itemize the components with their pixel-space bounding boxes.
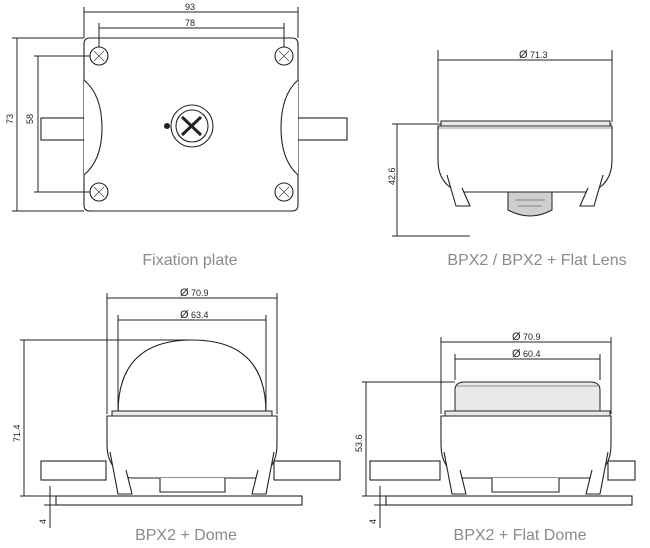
dome: [117, 339, 267, 414]
diameter-symbol: Ø: [512, 331, 521, 343]
connector: [507, 191, 553, 217]
dim-label-60-4: 60.4: [523, 349, 541, 359]
dome-rim: [111, 410, 273, 417]
dim-line-63-4: [117, 315, 267, 410]
dim-line-60-4: [454, 354, 601, 380]
dim-label-71-3: 71.3: [530, 50, 548, 60]
diameter-symbol: Ø: [519, 49, 528, 61]
dim-label-plate-4: 4: [368, 519, 378, 524]
dim-label-63-4: 63.4: [191, 310, 209, 320]
dim-line-78: [98, 23, 285, 47]
bpx2-flat-dome-view: Ø 70.9 Ø 60.4 53.6 4 BPX2 + Flat Dome: [354, 331, 636, 544]
dim-line-73: [12, 37, 84, 212]
dim-label-53-6: 53.6: [354, 434, 364, 452]
bpx2-dome-view: Ø 70.9 Ø 63.4 71.4 4 BPX2 + Dome: [12, 287, 341, 544]
base-plate: [385, 495, 633, 506]
fixation-plate-view: 93 78 73 58 Fixation plate: [5, 2, 348, 269]
dim-label-70-9: 70.9: [191, 288, 209, 298]
dim-line-plate-4: [374, 486, 386, 528]
left-rail: [369, 460, 441, 481]
dim-line-70-9: [106, 293, 278, 414]
flat-dome: [454, 381, 601, 414]
left-foot: [109, 451, 133, 495]
dim-label-78: 78: [185, 18, 195, 28]
right-rail: [273, 460, 341, 481]
dim-label-58: 58: [25, 114, 35, 124]
caption-dome: BPX2 + Dome: [135, 527, 237, 544]
dim-line-70-9: [440, 337, 612, 414]
dim-line-42-6: [392, 123, 470, 237]
right-foot: [585, 451, 609, 495]
plate-left-cutout: [83, 79, 103, 176]
screw-top-left-icon: [89, 46, 109, 66]
dim-label-42-6: 42.6: [387, 167, 397, 185]
base-plate: [55, 495, 303, 506]
lamp-body: [437, 125, 613, 193]
caption-fixation-plate: Fixation plate: [142, 252, 237, 269]
left-rail: [40, 460, 107, 481]
lamp-body: [440, 415, 612, 479]
plate-right-cutout: [280, 79, 299, 176]
dim-label-73: 73: [5, 114, 15, 124]
bottom-collar: [159, 478, 226, 493]
flat-dome-rim: [444, 410, 611, 417]
diameter-symbol: Ø: [180, 287, 189, 299]
bpx2-flat-lens-view: Ø 71.3 42.6 BPX2 / BPX2 + Flat Lens: [387, 49, 627, 269]
dim-label-71-4: 71.4: [12, 424, 22, 442]
right-rail: [291, 117, 348, 141]
dim-label-93: 93: [185, 2, 195, 12]
dim-line-plate-4: [44, 486, 56, 528]
right-foot: [251, 451, 275, 495]
diameter-symbol: Ø: [512, 348, 521, 360]
dim-line-93: [83, 7, 299, 38]
caption-flat-lens: BPX2 / BPX2 + Flat Lens: [447, 252, 626, 269]
screw-bottom-right-icon: [274, 182, 294, 202]
caption-flat-dome: BPX2 + Flat Dome: [454, 527, 587, 544]
flat-lens: [440, 120, 611, 127]
screw-top-right-icon: [274, 46, 294, 66]
diameter-symbol: Ø: [180, 309, 189, 321]
right-foot: [579, 174, 604, 207]
center-gland-icon: [164, 104, 214, 148]
lamp-body: [106, 415, 278, 479]
left-foot: [443, 451, 467, 495]
dim-line-58: [34, 55, 90, 193]
left-foot: [446, 174, 471, 207]
dim-label-70-9: 70.9: [523, 332, 541, 342]
screw-bottom-left-icon: [89, 182, 109, 202]
bottom-collar: [491, 478, 560, 493]
right-rail: [607, 460, 636, 481]
dim-line-71-3: [437, 50, 613, 122]
dim-label-plate-4: 4: [38, 519, 48, 524]
